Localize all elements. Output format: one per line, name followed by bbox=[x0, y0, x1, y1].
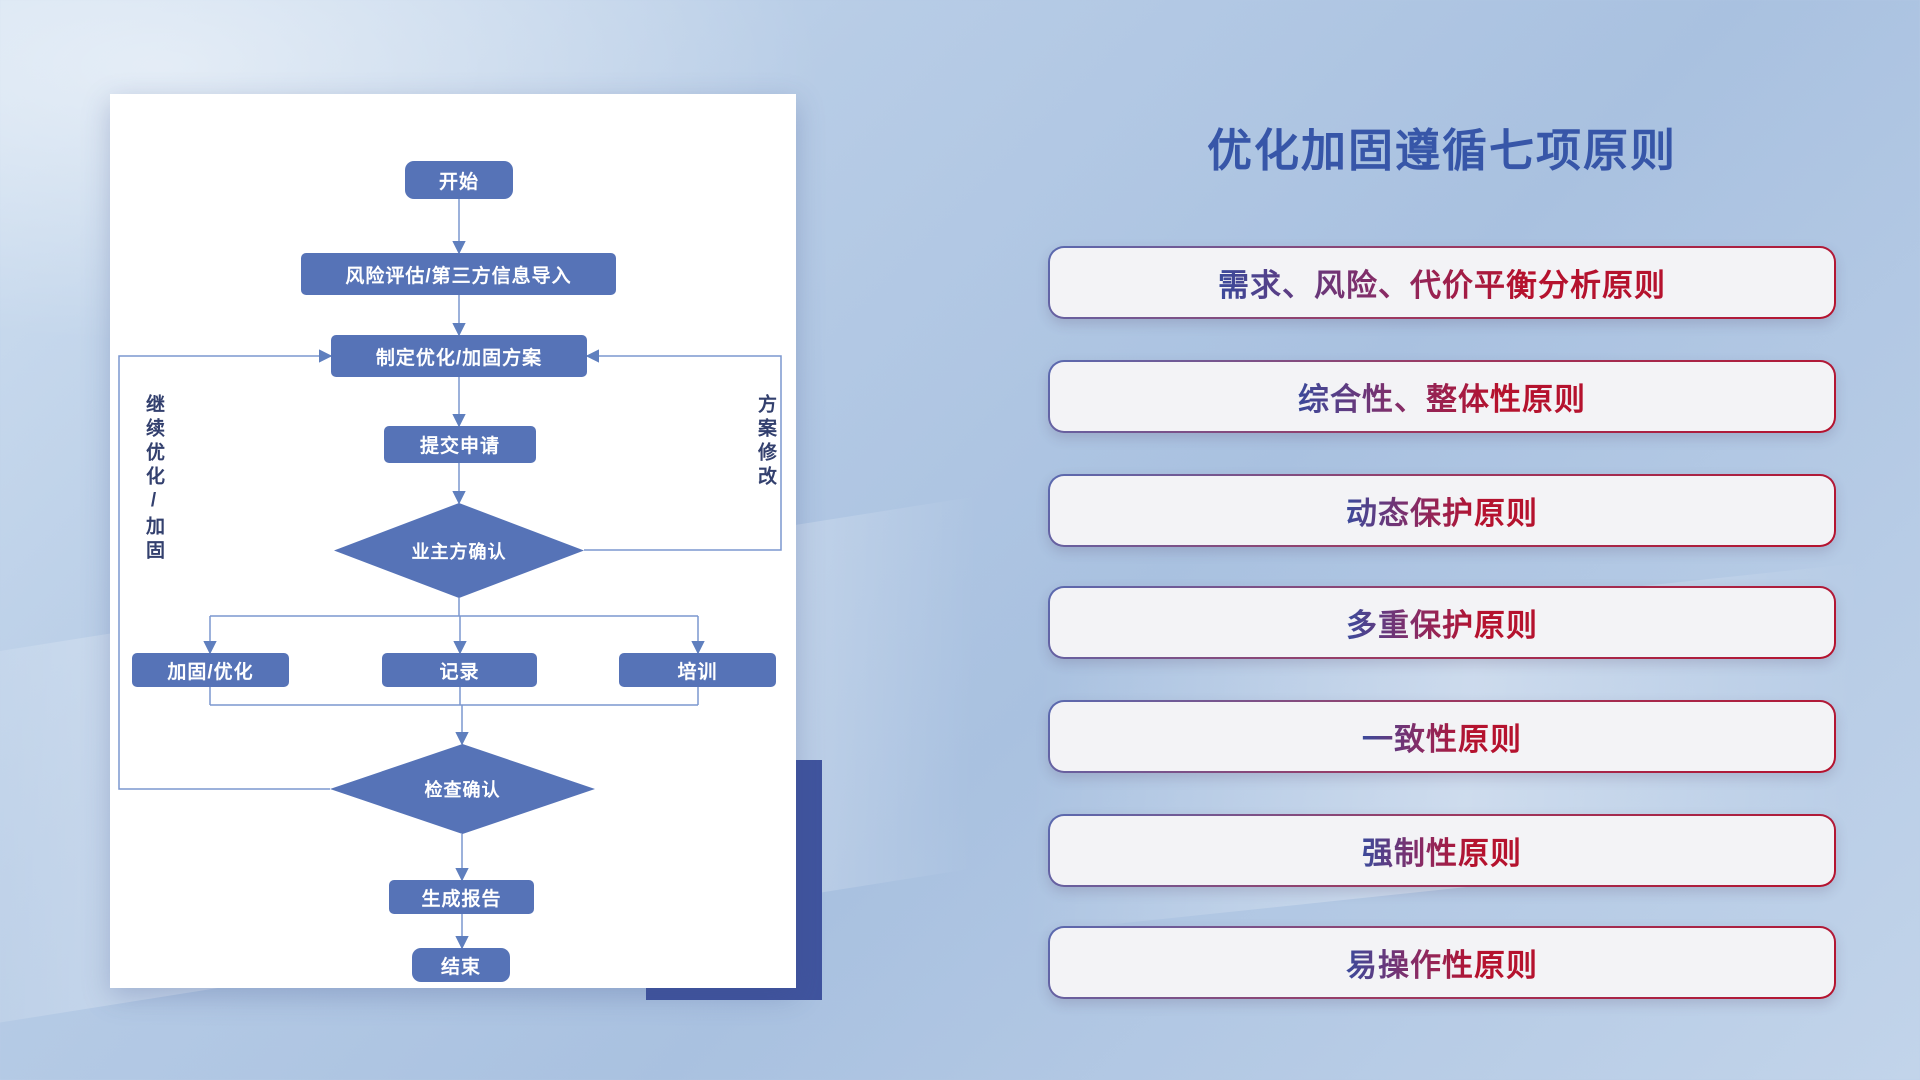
principle-pill-5: 一致性原则 bbox=[1048, 700, 1836, 773]
principle-pill-inner: 动态保护原则 bbox=[1050, 476, 1834, 545]
loop-label-continue-optimize: 继续优化/加固 bbox=[143, 394, 164, 564]
principle-label: 多重保护原则 bbox=[1346, 600, 1538, 645]
flowchart-card: 开始 风险评估/第三方信息导入 制定优化/加固方案 提交申请 业主方确认 加固/… bbox=[110, 94, 796, 988]
principle-pill-6: 强制性原则 bbox=[1048, 814, 1836, 887]
principle-pill-1: 需求、风险、代价平衡分析原则 bbox=[1048, 246, 1836, 319]
flow-node-make-plan: 制定优化/加固方案 bbox=[331, 335, 587, 377]
principle-pill-inner: 一致性原则 bbox=[1050, 702, 1834, 771]
principle-pill-inner: 综合性、整体性原则 bbox=[1050, 362, 1834, 431]
principle-pill-inner: 多重保护原则 bbox=[1050, 588, 1834, 657]
flow-node-submit-request: 提交申请 bbox=[384, 426, 536, 463]
principle-label: 综合性、整体性原则 bbox=[1298, 374, 1586, 419]
principle-pill-3: 动态保护原则 bbox=[1048, 474, 1836, 547]
flow-node-risk-import: 风险评估/第三方信息导入 bbox=[301, 253, 616, 295]
principle-pill-inner: 强制性原则 bbox=[1050, 816, 1834, 885]
flow-node-end: 结束 bbox=[412, 948, 510, 982]
page-title: 优化加固遵循七项原则 bbox=[1206, 125, 1677, 176]
flow-node-record: 记录 bbox=[382, 653, 537, 687]
principle-pill-4: 多重保护原则 bbox=[1048, 586, 1836, 659]
principle-pill-inner: 需求、风险、代价平衡分析原则 bbox=[1050, 248, 1834, 317]
principle-label: 强制性原则 bbox=[1362, 828, 1522, 873]
principle-pill-inner: 易操作性原则 bbox=[1050, 928, 1834, 997]
loop-label-plan-revision: 方案修改 bbox=[755, 394, 776, 490]
principle-pill-2: 综合性、整体性原则 bbox=[1048, 360, 1836, 433]
principle-pill-7: 易操作性原则 bbox=[1048, 926, 1836, 999]
principle-label: 动态保护原则 bbox=[1346, 488, 1538, 533]
flow-node-training: 培训 bbox=[619, 653, 776, 687]
principle-label: 一致性原则 bbox=[1362, 714, 1522, 759]
principle-label: 易操作性原则 bbox=[1346, 940, 1538, 985]
flow-node-start: 开始 bbox=[405, 161, 513, 199]
flow-node-reinforce-optimize: 加固/优化 bbox=[132, 653, 289, 687]
principle-label: 需求、风险、代价平衡分析原则 bbox=[1218, 260, 1666, 305]
flow-node-generate-report: 生成报告 bbox=[389, 880, 534, 914]
